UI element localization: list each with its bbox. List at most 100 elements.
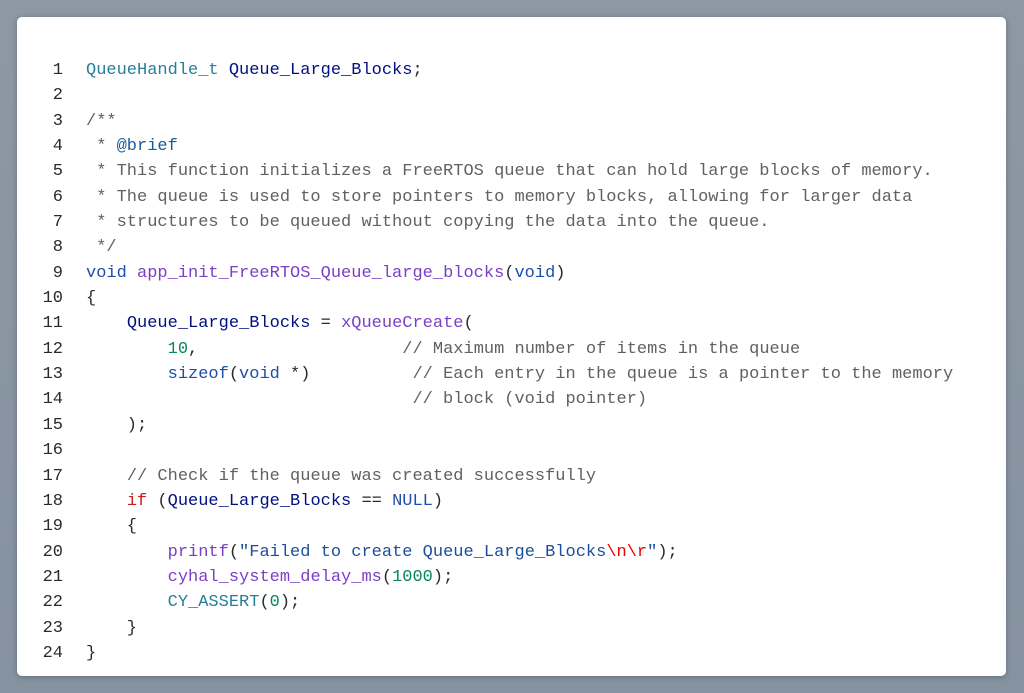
code-line: 2 (17, 83, 953, 108)
line-text: QueueHandle_t Queue_Large_Blocks; (86, 58, 423, 83)
code-line: 15 ); (17, 413, 953, 438)
code-token (219, 61, 229, 80)
code-line: 3 /** (17, 109, 953, 134)
code-line: 23 } (17, 616, 953, 641)
code-token (86, 543, 168, 562)
line-text: // block (void pointer) (86, 387, 647, 412)
code-token: Queue_Large_Blocks (228, 61, 413, 80)
line-number: 15 (42, 415, 63, 435)
line-text: void app_init_FreeRTOS_Queue_large_block… (86, 261, 566, 286)
code-token: void (514, 263, 556, 283)
code-line: 24} (17, 641, 953, 666)
code-token: *) (279, 365, 413, 385)
code-token: cyhal_system_delay_ms (167, 567, 382, 587)
code-token: // Maximum number of items in the queue (402, 339, 801, 359)
code-token (86, 314, 127, 333)
code-token: ); (279, 593, 301, 613)
code-token: ( (463, 314, 474, 334)
line-text: } (86, 616, 137, 641)
code-line: 7 * structures to be queued without copy… (17, 210, 953, 235)
code-token: * This function initializes a FreeRTOS q… (86, 162, 933, 182)
code-token: ( (259, 593, 270, 613)
line-text: /** (86, 109, 117, 134)
code-line: 8 */ (17, 235, 953, 260)
line-text: * This function initializes a FreeRTOS q… (86, 159, 933, 184)
line-text: * @brief (86, 134, 178, 159)
code-line: 10 { (17, 286, 953, 311)
code-token: 1000 (392, 567, 433, 587)
line-number: 19 (42, 517, 63, 537)
code-token: @brief (116, 137, 178, 157)
code-token: // Each entry in the queue is a pointer … (412, 365, 954, 385)
code-line: 11 Queue_Large_Blocks = xQueueCreate( (17, 311, 953, 336)
line-number: 13 (42, 365, 63, 385)
line-number: 14 (42, 390, 63, 410)
code-line: 1 QueueHandle_t Queue_Large_Blocks; (17, 58, 953, 83)
code-token: ) (555, 263, 566, 283)
code-token: NULL (392, 491, 433, 511)
code-token: QueueHandle_t (86, 61, 219, 80)
code-token: * (86, 137, 117, 157)
code-block: 1 QueueHandle_t Queue_Large_Blocks;2 3 /**4… (17, 58, 954, 666)
code-token: // block (void pointer) (412, 390, 648, 410)
line-number: 22 (42, 593, 63, 613)
line-text: { (86, 286, 96, 311)
code-token: */ (86, 238, 117, 258)
code-token: ); (86, 415, 148, 435)
code-line: 4 * @brief (17, 134, 953, 159)
line-number: 10 (42, 289, 63, 309)
code-token: ); (657, 542, 678, 562)
code-token: ) (432, 491, 444, 511)
code-token: sizeof (167, 365, 229, 385)
code-line: 20 printf("Failed to create Queue_Large_… (17, 540, 953, 565)
line-number: 8 (52, 238, 63, 258)
line-text: printf("Failed to create Queue_Large_Blo… (86, 540, 678, 565)
code-line: 13 sizeof(void *) // Each entry in the q… (17, 362, 954, 387)
code-line: 12 10, // Maximum number of items in the… (17, 337, 953, 362)
line-text: cyhal_system_delay_ms(1000); (86, 565, 454, 590)
code-line: 17 // Check if the queue was created suc… (17, 464, 953, 489)
line-number: 17 (42, 466, 63, 486)
code-token: { (86, 517, 138, 537)
line-text: // Check if the queue was created succes… (86, 464, 596, 489)
code-card: 1 QueueHandle_t Queue_Large_Blocks;2 3 /**4… (17, 17, 1006, 676)
code-token: 10 (167, 339, 189, 359)
code-token (86, 568, 168, 587)
code-token: { (86, 289, 97, 309)
code-token: = (310, 314, 342, 334)
line-text: CY_ASSERT(0); (86, 590, 301, 615)
code-token: ( (381, 567, 393, 587)
code-line: 14 // block (void pointer) (17, 387, 953, 412)
line-number: 3 (52, 111, 63, 131)
line-number: 1 (52, 61, 63, 80)
code-token: * structures to be queued without copyin… (86, 213, 770, 233)
code-line: 5 * This function initializes a FreeRTOS… (17, 159, 953, 184)
line-number: 20 (42, 542, 63, 562)
code-line: 21 cyhal_system_delay_ms(1000); (17, 565, 953, 590)
code-token: printf (167, 542, 229, 562)
code-line: 6 * The queue is used to store pointers … (17, 185, 953, 210)
code-token (127, 264, 137, 283)
code-token: 0 (269, 593, 280, 613)
code-token: CY_ASSERT (167, 593, 260, 613)
code-token: xQueueCreate (341, 314, 464, 334)
code-token: // Check if the queue was created succes… (126, 466, 597, 486)
line-number: 18 (42, 491, 63, 511)
line-number: 11 (42, 314, 63, 334)
code-token: ( (228, 365, 240, 385)
code-token: Queue_Large_Blocks (167, 491, 352, 511)
code-token: ( (228, 542, 240, 562)
code-token (86, 593, 168, 612)
code-token: void (86, 263, 127, 283)
line-number: 7 (52, 213, 63, 233)
line-text: 10, // Maximum number of items in the qu… (86, 337, 801, 362)
code-token (86, 492, 127, 511)
line-number: 16 (42, 441, 63, 461)
code-token: * The queue is used to store pointers to… (86, 187, 913, 207)
line-text: { (86, 514, 137, 539)
code-token: } (86, 643, 97, 663)
line-number: 6 (52, 187, 63, 207)
line-number: 12 (42, 339, 63, 359)
line-text: ); (86, 413, 147, 438)
